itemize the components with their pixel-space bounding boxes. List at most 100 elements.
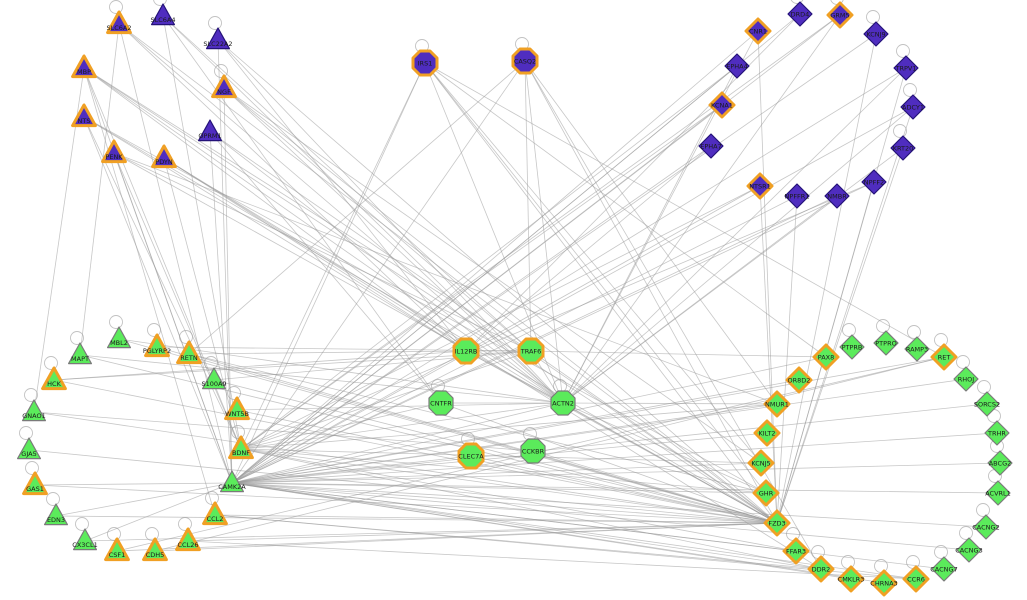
node-OR8D2[interactable] (785, 366, 813, 394)
node-S100A9[interactable] (202, 367, 226, 390)
node-EDN3[interactable] (43, 503, 69, 526)
node-KCNJ9[interactable] (863, 21, 889, 47)
node-IL12RB[interactable] (452, 337, 480, 365)
node-MBL2[interactable] (106, 326, 131, 349)
edge (231, 402, 564, 484)
node-HCK[interactable] (41, 366, 67, 391)
node-KCNJ5[interactable] (747, 449, 775, 477)
node-EPHA7[interactable] (698, 133, 724, 159)
node-KCNA1[interactable] (708, 91, 736, 119)
node-OPRM1[interactable] (198, 119, 222, 142)
node-RET[interactable] (930, 343, 958, 371)
edge (776, 33, 877, 524)
node-GAS1[interactable] (22, 471, 48, 496)
node-CACNG3[interactable] (956, 537, 982, 563)
self-loop (231, 425, 245, 439)
node-PDYN[interactable] (151, 144, 177, 169)
self-loop (75, 517, 89, 531)
node-IRS1[interactable] (411, 49, 439, 77)
node-RAMP3[interactable] (904, 336, 930, 362)
node-GHR[interactable] (752, 479, 780, 507)
node-EPHA4[interactable] (724, 53, 750, 79)
node-SLC6A4[interactable] (151, 3, 175, 26)
node-CNTFR[interactable] (428, 390, 454, 416)
edge (424, 62, 762, 464)
node-WNT5B[interactable] (224, 396, 250, 421)
node-KRT20[interactable] (890, 135, 916, 161)
edge (83, 67, 532, 352)
node-CACNG2[interactable] (973, 514, 999, 540)
node-CHRNA3[interactable] (870, 569, 898, 597)
node-NTSR1[interactable] (746, 172, 774, 200)
node-GJA5[interactable] (17, 437, 42, 460)
edge (562, 402, 767, 494)
node-BDNF[interactable] (228, 435, 254, 460)
node-CSF1[interactable] (104, 537, 130, 562)
node-RHOJ[interactable] (953, 366, 979, 392)
node-KILT2[interactable] (753, 419, 781, 447)
node-CCL26[interactable] (175, 527, 201, 552)
node-SORCS2[interactable] (974, 391, 1000, 417)
node-MBP[interactable] (71, 54, 97, 79)
node-ACVRL1[interactable] (985, 480, 1011, 506)
node-TRPV1[interactable] (893, 55, 919, 81)
node-PGLYRP2[interactable] (144, 333, 170, 358)
node-TRAF6[interactable] (517, 337, 545, 365)
node-NGF[interactable] (211, 74, 237, 99)
node-CCKBR[interactable] (520, 438, 546, 464)
node-PENK[interactable] (101, 139, 127, 164)
node-GRM5[interactable] (826, 1, 854, 29)
node-CASQ2[interactable] (511, 47, 539, 75)
node-PTPRO[interactable] (873, 330, 899, 356)
edge (231, 432, 768, 484)
node-CDH5[interactable] (142, 537, 168, 562)
node-NTS[interactable] (71, 103, 97, 128)
edge (240, 448, 822, 570)
edge (424, 62, 767, 494)
node-GNAO1[interactable] (22, 399, 47, 422)
node-ABCG2[interactable] (987, 450, 1013, 476)
node-PAX8[interactable] (812, 343, 840, 371)
node-ADCY1[interactable] (900, 94, 926, 120)
edge (223, 87, 532, 352)
node-RETN[interactable] (176, 340, 202, 365)
node-CLEC7A[interactable] (457, 442, 485, 470)
node-SLC22A2[interactable] (206, 27, 230, 50)
edge (240, 65, 738, 450)
edge (163, 157, 564, 404)
edge (118, 23, 467, 352)
node-NMUR1[interactable] (763, 390, 791, 418)
node-CNR1[interactable] (744, 17, 772, 45)
node-PTPRB[interactable] (839, 334, 865, 360)
node-NMBR[interactable] (824, 183, 850, 209)
edge (231, 462, 762, 484)
node-NPFF2[interactable] (861, 169, 887, 195)
edge (231, 379, 800, 484)
node-TRHR[interactable] (984, 420, 1010, 446)
edge (424, 62, 827, 358)
node-CAMK2A[interactable] (220, 470, 244, 493)
edge (83, 67, 216, 516)
edge (562, 67, 907, 404)
edge (55, 482, 233, 517)
node-ACTN2[interactable] (550, 390, 576, 416)
node-DDR2[interactable] (807, 555, 835, 583)
edge (154, 356, 945, 552)
edge (55, 515, 778, 524)
edge (83, 116, 242, 450)
node-CCR6[interactable] (902, 565, 930, 593)
node-FZD3[interactable] (763, 509, 791, 537)
node-CX3CL1[interactable] (72, 528, 98, 551)
node-CCL2[interactable] (202, 501, 228, 526)
node-DRD4[interactable] (787, 1, 813, 27)
edge (113, 152, 532, 352)
node-FFAR3[interactable] (782, 537, 810, 565)
edge (757, 30, 778, 524)
node-CACNG7[interactable] (931, 556, 957, 582)
node-MAPT[interactable] (67, 342, 93, 365)
edge (53, 379, 778, 524)
node-NPFFR1[interactable] (784, 183, 810, 209)
node-SLC6A2[interactable] (106, 10, 132, 35)
node-CMKLR3[interactable] (837, 565, 865, 593)
